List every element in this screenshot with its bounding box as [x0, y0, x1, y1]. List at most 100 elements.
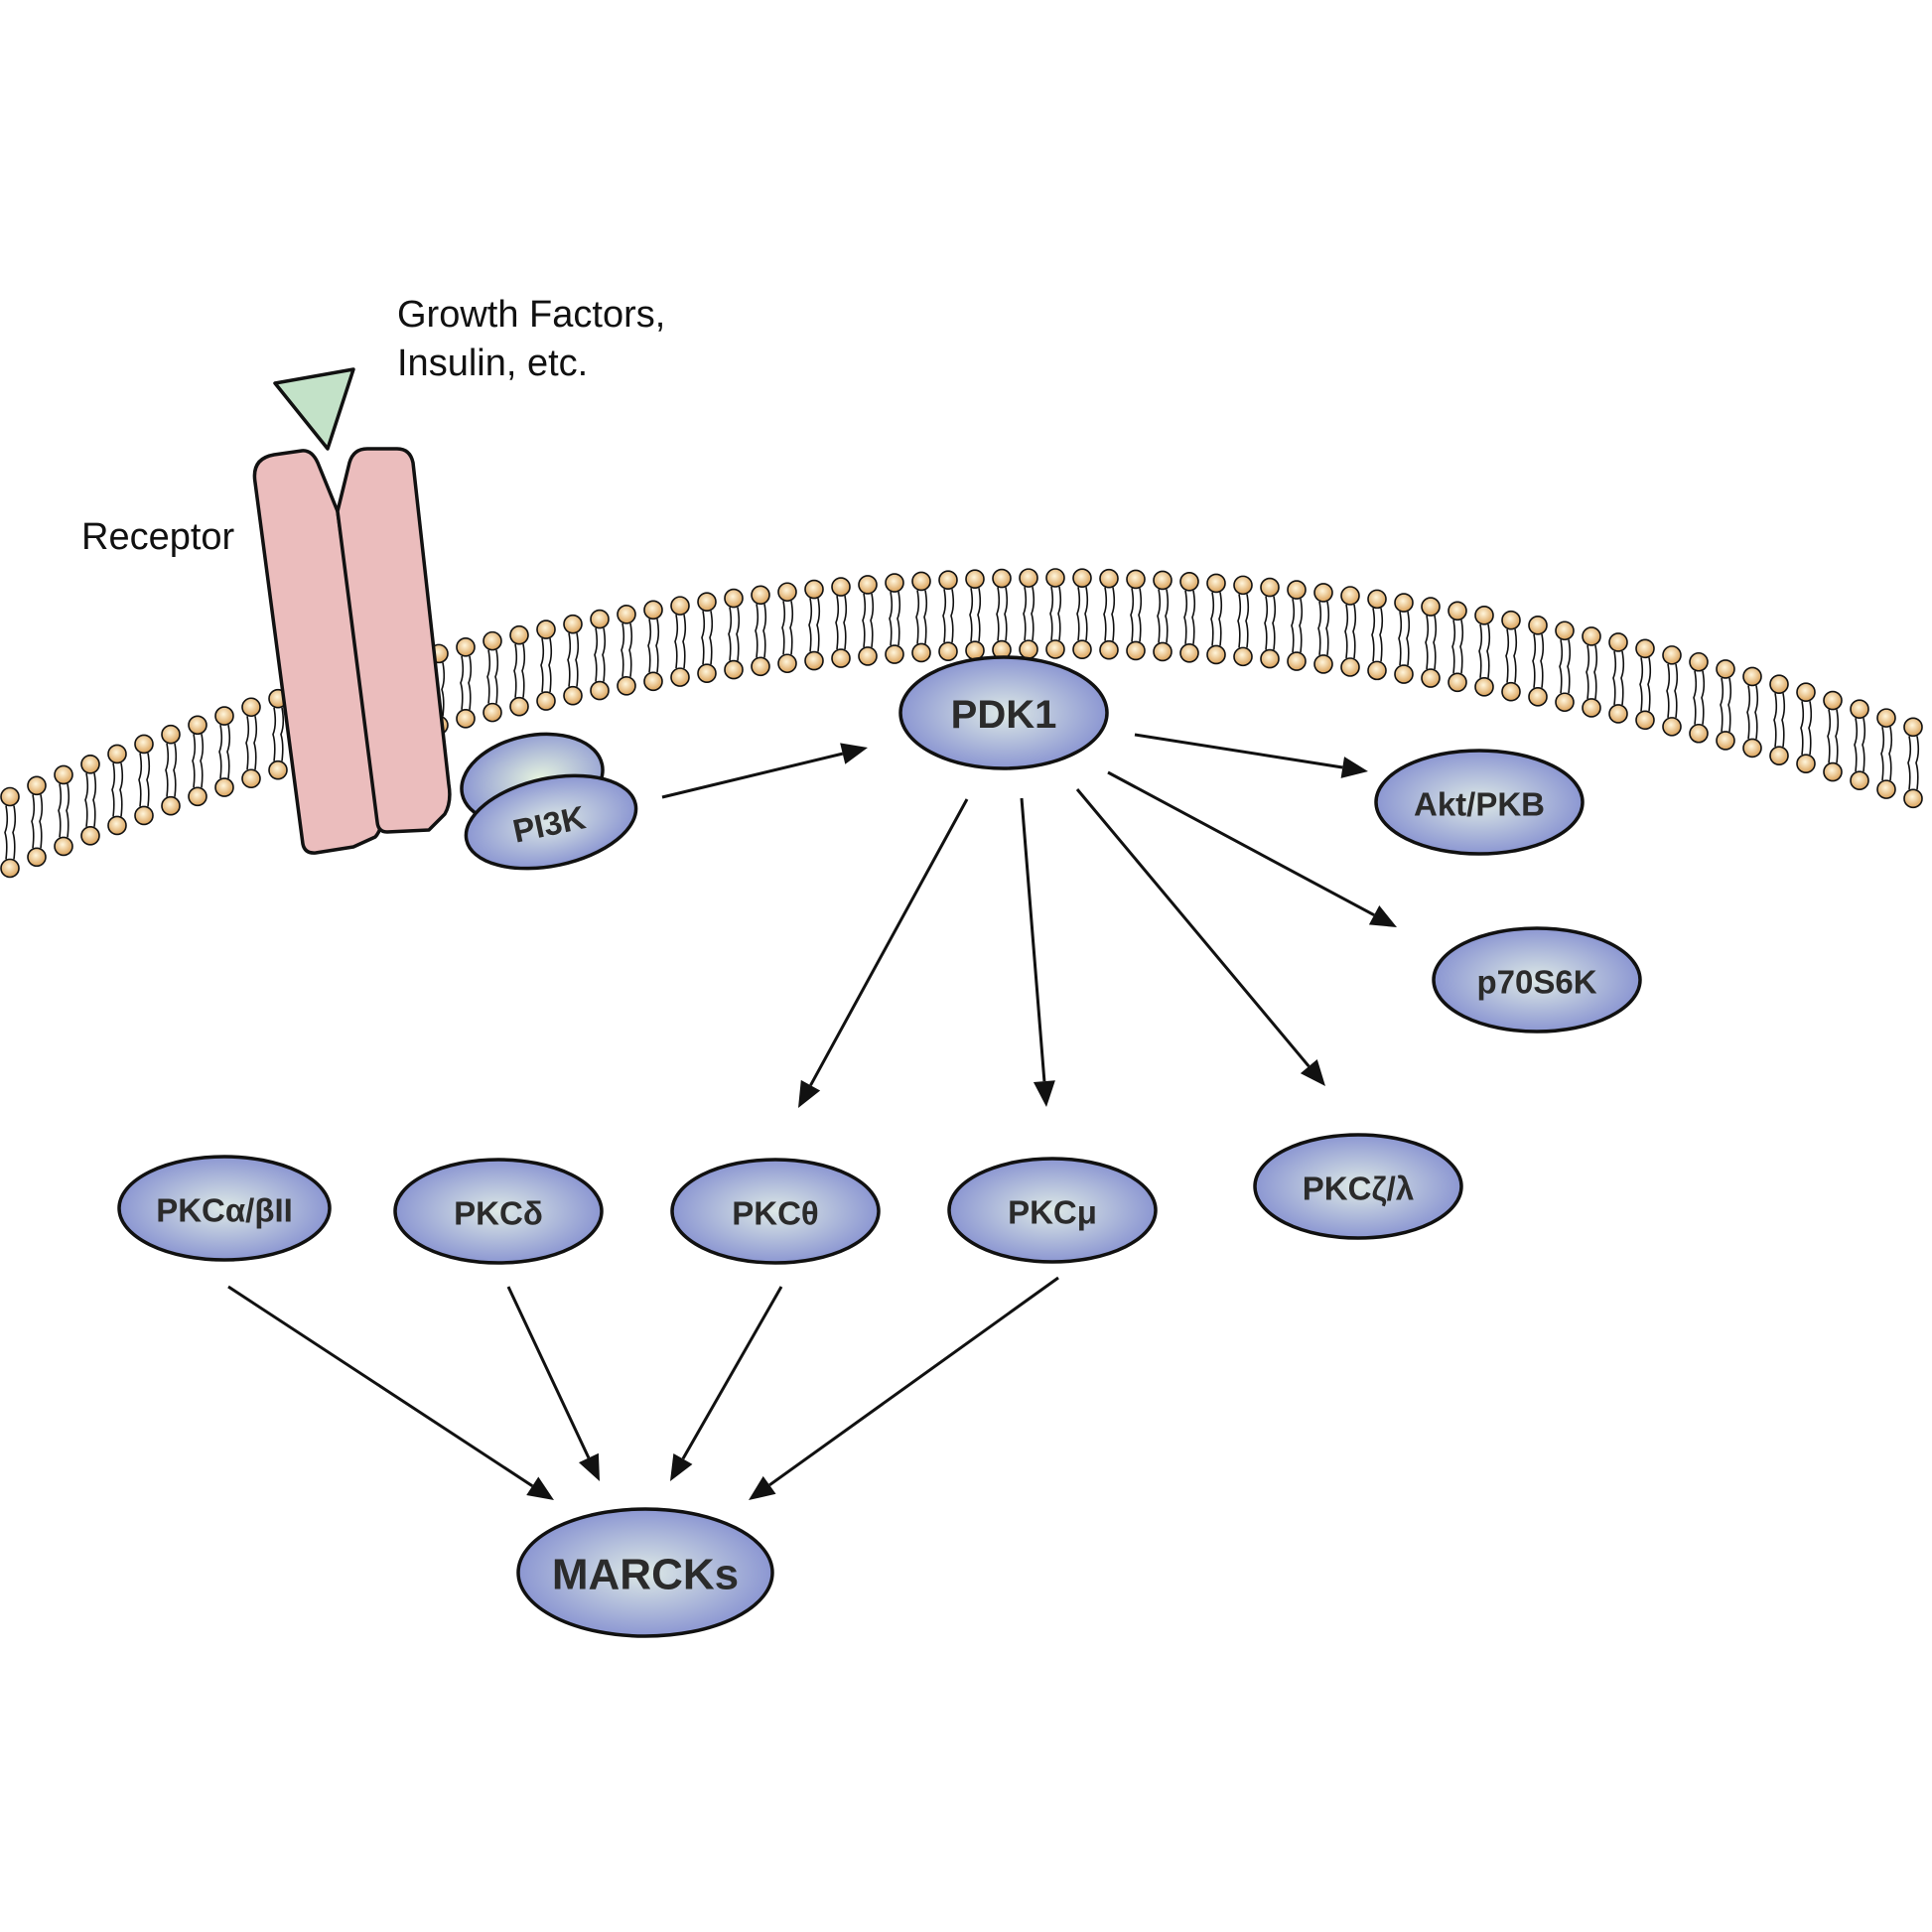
lipid-head — [563, 685, 583, 706]
lipid-head — [1903, 788, 1923, 809]
lipid-head — [161, 724, 181, 745]
lipid-head — [858, 575, 878, 595]
marcks-node: MARCKs — [516, 1507, 774, 1638]
lipid-tails — [1880, 726, 1893, 781]
lipid-head — [241, 768, 261, 789]
lipid-head — [831, 577, 851, 597]
lipid-head — [1474, 606, 1494, 625]
lipid-tails — [1210, 592, 1223, 646]
arrow-PI3K-to-PDK1 — [661, 752, 844, 799]
lipid-tails — [1854, 718, 1866, 772]
lipid-tails — [1317, 601, 1330, 655]
lipid-head — [938, 641, 958, 662]
growth-factor-ligand — [273, 367, 355, 451]
lipid-head — [1153, 570, 1173, 591]
lipid-head — [992, 568, 1012, 589]
lipid-tails — [915, 590, 928, 644]
lipid-tails — [1612, 650, 1625, 706]
lipid-head — [188, 715, 207, 736]
lipid-head — [0, 786, 20, 807]
pkc-theta-ellipse — [670, 1158, 881, 1265]
lipid-head — [1340, 586, 1360, 606]
lipid-head — [670, 667, 690, 687]
lipid-head — [483, 702, 502, 723]
lipid-tails — [1827, 709, 1840, 763]
lipid-head — [1689, 651, 1709, 672]
lipid-head — [27, 775, 47, 796]
lipid-head — [134, 734, 154, 755]
lipid-head — [1233, 575, 1253, 596]
akt-label: Akt/PKB — [1414, 786, 1545, 823]
lipid-head — [1448, 672, 1467, 693]
lipid-tails — [1559, 639, 1572, 694]
lipid-tails — [111, 762, 124, 817]
lipid-head — [107, 815, 127, 836]
arrow-PDK1-to-PKCζ/λ — [1075, 788, 1311, 1068]
lipid-head — [1635, 638, 1655, 659]
receptor-right-subunit — [336, 447, 452, 834]
lipid-head — [1179, 572, 1199, 592]
lipid-head — [590, 680, 610, 701]
lipid-head — [214, 777, 234, 797]
lipid-head — [1287, 651, 1307, 671]
arrowhead — [1340, 757, 1368, 778]
lipid-head — [1796, 682, 1816, 703]
lipid-head — [1716, 659, 1735, 679]
pkc-theta-label: PKCθ — [732, 1195, 819, 1232]
lipid-head — [1796, 754, 1816, 774]
lipid-head — [777, 582, 797, 603]
lipid-head — [1367, 589, 1387, 610]
lipid-tails — [862, 593, 875, 648]
lipid-head — [858, 646, 878, 666]
lipid-head — [1179, 643, 1199, 663]
lipid-tails — [808, 598, 821, 652]
lipid-head — [456, 637, 476, 657]
pkc-theta-node: PKCθ — [670, 1158, 881, 1265]
lipid-tails — [1291, 598, 1304, 653]
lipid-tails — [460, 655, 473, 710]
arrowhead — [749, 1475, 776, 1500]
lipid-tails — [1049, 586, 1062, 641]
lipid-head — [1876, 779, 1896, 799]
lipid-tails — [1371, 608, 1384, 662]
lipid-head — [509, 624, 529, 645]
lipid-head — [0, 858, 20, 879]
arrow-PDK1-to-PKCμ — [1020, 797, 1046, 1082]
receptor-label: Receptor — [81, 516, 235, 558]
arrowhead — [526, 1476, 554, 1500]
lipid-head — [563, 614, 583, 634]
lipid-tails — [1023, 586, 1035, 641]
arrowhead — [798, 1079, 821, 1108]
lipid-tails — [1130, 588, 1143, 642]
lipid-head — [1501, 610, 1521, 630]
lipid-tails — [621, 622, 633, 677]
lipid-head — [107, 744, 127, 764]
lipid-tails — [594, 627, 607, 682]
lipid-tails — [942, 589, 955, 643]
lipid-head — [911, 642, 931, 663]
lipid-head — [483, 630, 502, 651]
pkc-zeta-ellipse — [1253, 1133, 1463, 1240]
lipid-tails — [31, 794, 44, 849]
lipid-head — [188, 786, 207, 807]
lipid-head — [831, 648, 851, 668]
marcks-ellipse — [516, 1507, 774, 1638]
pi3k-node — [464, 773, 638, 871]
lipid-head — [1555, 692, 1575, 713]
lipid-tails — [218, 724, 231, 779]
lipid-head — [1528, 687, 1548, 707]
lipid-tails — [1264, 596, 1277, 650]
lipid-tails — [165, 743, 178, 797]
lipid-head — [1394, 664, 1414, 684]
lipid-tails — [835, 595, 848, 650]
lipid-head — [268, 759, 288, 780]
pdk1-ellipse — [898, 655, 1109, 770]
lipid-head — [1045, 568, 1065, 588]
lipid-head — [1850, 699, 1869, 719]
lipid-tails — [567, 632, 580, 687]
pkc-mu-label: PKCμ — [1008, 1194, 1097, 1231]
lipid-head — [885, 573, 904, 593]
pkc-mu-node: PKCμ — [947, 1157, 1158, 1264]
lipid-tails — [486, 649, 499, 704]
